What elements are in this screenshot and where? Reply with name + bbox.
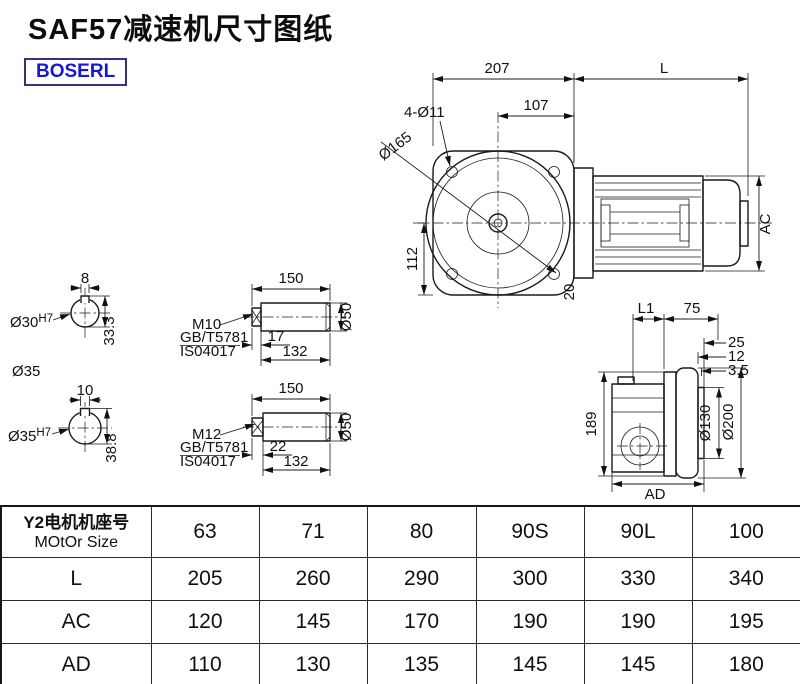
dimension-drawing: 207 L 107 4-Ø11 Ø165 112 AC 20 bbox=[8, 60, 774, 503]
table-cell: 205 bbox=[150, 557, 260, 601]
row-label: AC bbox=[0, 600, 152, 644]
table-cell: 260 bbox=[258, 557, 368, 601]
dim-O200: Ø200 bbox=[720, 404, 737, 441]
dim-12: 12 bbox=[728, 348, 745, 365]
bore-section-1: 8 Ø30H7 33.3 bbox=[10, 270, 118, 346]
shaft2-body-length: 132 bbox=[283, 453, 308, 470]
dim-O130: Ø130 bbox=[697, 405, 714, 442]
dim-key2-width: 10 bbox=[77, 382, 94, 399]
table-cell: 340 bbox=[691, 557, 800, 601]
table-row-L: L 205 260 290 300 330 340 bbox=[0, 557, 800, 601]
table-cell: 180 bbox=[691, 643, 800, 684]
bore-section-2: Ø35 10 Ø35H7 38.8 bbox=[8, 363, 120, 463]
row-label: AD bbox=[0, 643, 152, 684]
table-header-row: Y2电机机座号 MOtOr Size 63 71 80 90S 90L 100 bbox=[0, 505, 800, 558]
row-label: L bbox=[0, 557, 152, 601]
table-cell: 145 bbox=[583, 643, 693, 684]
motor-size-cell: 90S bbox=[475, 505, 585, 558]
bore2-diameter-label: Ø35H7 bbox=[8, 427, 51, 445]
table-cell: 135 bbox=[366, 643, 477, 684]
dimension-table: Y2电机机座号 MOtOr Size 63 71 80 90S 90L 100 … bbox=[0, 505, 800, 684]
table-cell: 300 bbox=[475, 557, 585, 601]
shaft1-body-length: 132 bbox=[282, 343, 307, 360]
boserl-logo: BOSERL bbox=[24, 58, 128, 86]
output-side-view: L1 75 25 12 3.5 189 Ø130 Ø200 bbox=[583, 300, 749, 503]
shaft1-standard-1: GB/T5781 bbox=[180, 329, 248, 346]
dim-107: 107 bbox=[523, 97, 548, 114]
table-cell: 195 bbox=[691, 600, 800, 644]
bore1-diameter-label: Ø30H7 bbox=[10, 313, 53, 331]
motor-size-cell: 71 bbox=[258, 505, 368, 558]
dim-189: 189 bbox=[583, 411, 600, 436]
table-cell: 145 bbox=[475, 643, 585, 684]
table-cell: 120 bbox=[150, 600, 260, 644]
table-cell: 170 bbox=[366, 600, 477, 644]
dim-key1-depth: 33.3 bbox=[101, 316, 118, 345]
table-cell: 110 bbox=[150, 643, 260, 684]
shaft2-thread: M12 bbox=[192, 426, 221, 443]
shaft2-standard-2: IS04017 bbox=[180, 453, 236, 470]
shaft1-diameter: Ø50 bbox=[338, 303, 355, 331]
motor-size-cell: 63 bbox=[150, 505, 260, 558]
logo-text: BOSERL bbox=[36, 61, 116, 82]
shaft-detail-1: 150 M10 GB/T5781 IS04017 17 132 Ø50 bbox=[180, 270, 355, 366]
table-row-AC: AC 120 145 170 190 190 195 bbox=[0, 600, 800, 644]
motor-size-cell: 80 bbox=[366, 505, 477, 558]
page-title: SAF57减速机尺寸图纸 bbox=[28, 14, 334, 46]
shaft1-length: 150 bbox=[278, 270, 303, 287]
dim-L: L bbox=[660, 60, 668, 77]
shaft2-thread-length: 22 bbox=[270, 438, 287, 455]
shaft2-length: 150 bbox=[278, 380, 303, 397]
table-cell: 330 bbox=[583, 557, 693, 601]
table-row-AD: AD 110 130 135 145 145 180 bbox=[0, 643, 800, 684]
shaft1-thread: M10 bbox=[192, 316, 221, 333]
dim-75: 75 bbox=[684, 300, 701, 317]
dim-4xO11: 4-Ø11 bbox=[404, 104, 445, 121]
dim-20: 20 bbox=[561, 284, 578, 301]
shaft2-standard-1: GB/T5781 bbox=[180, 439, 248, 456]
motor-size-header-cn: Y2电机机座号 bbox=[23, 512, 130, 532]
dim-112: 112 bbox=[404, 247, 421, 271]
dim-3-5: 3.5 bbox=[728, 362, 749, 379]
dim-207: 207 bbox=[484, 60, 509, 77]
dim-O165: Ø165 bbox=[376, 129, 416, 165]
dim-L1: L1 bbox=[638, 300, 655, 317]
shaft1-thread-length: 17 bbox=[268, 328, 285, 345]
motor-size-header-en: MOtOr Size bbox=[34, 533, 119, 551]
dim-AD: AD bbox=[645, 486, 666, 503]
table-cell: 190 bbox=[475, 600, 585, 644]
table-cell: 190 bbox=[583, 600, 693, 644]
shaft-detail-2: 150 M12 GB/T5781 IS04017 22 132 Ø50 bbox=[180, 380, 355, 476]
motor-side-view bbox=[573, 167, 749, 279]
dim-key1-width: 8 bbox=[81, 270, 89, 287]
shaft-diameter-label: Ø35 bbox=[12, 363, 40, 380]
dim-25: 25 bbox=[728, 334, 745, 351]
table-cell: 130 bbox=[258, 643, 368, 684]
table-cell: 290 bbox=[366, 557, 477, 601]
shaft1-standard-2: IS04017 bbox=[180, 343, 236, 360]
motor-size-cell: 100 bbox=[691, 505, 800, 558]
dim-key2-depth: 38.8 bbox=[103, 433, 120, 462]
dim-AC: AC bbox=[757, 213, 774, 234]
motor-size-cell: 90L bbox=[583, 505, 693, 558]
shaft2-diameter: Ø50 bbox=[338, 413, 355, 441]
motor-size-header-cell: Y2电机机座号 MOtOr Size bbox=[0, 505, 152, 558]
table-cell: 145 bbox=[258, 600, 368, 644]
